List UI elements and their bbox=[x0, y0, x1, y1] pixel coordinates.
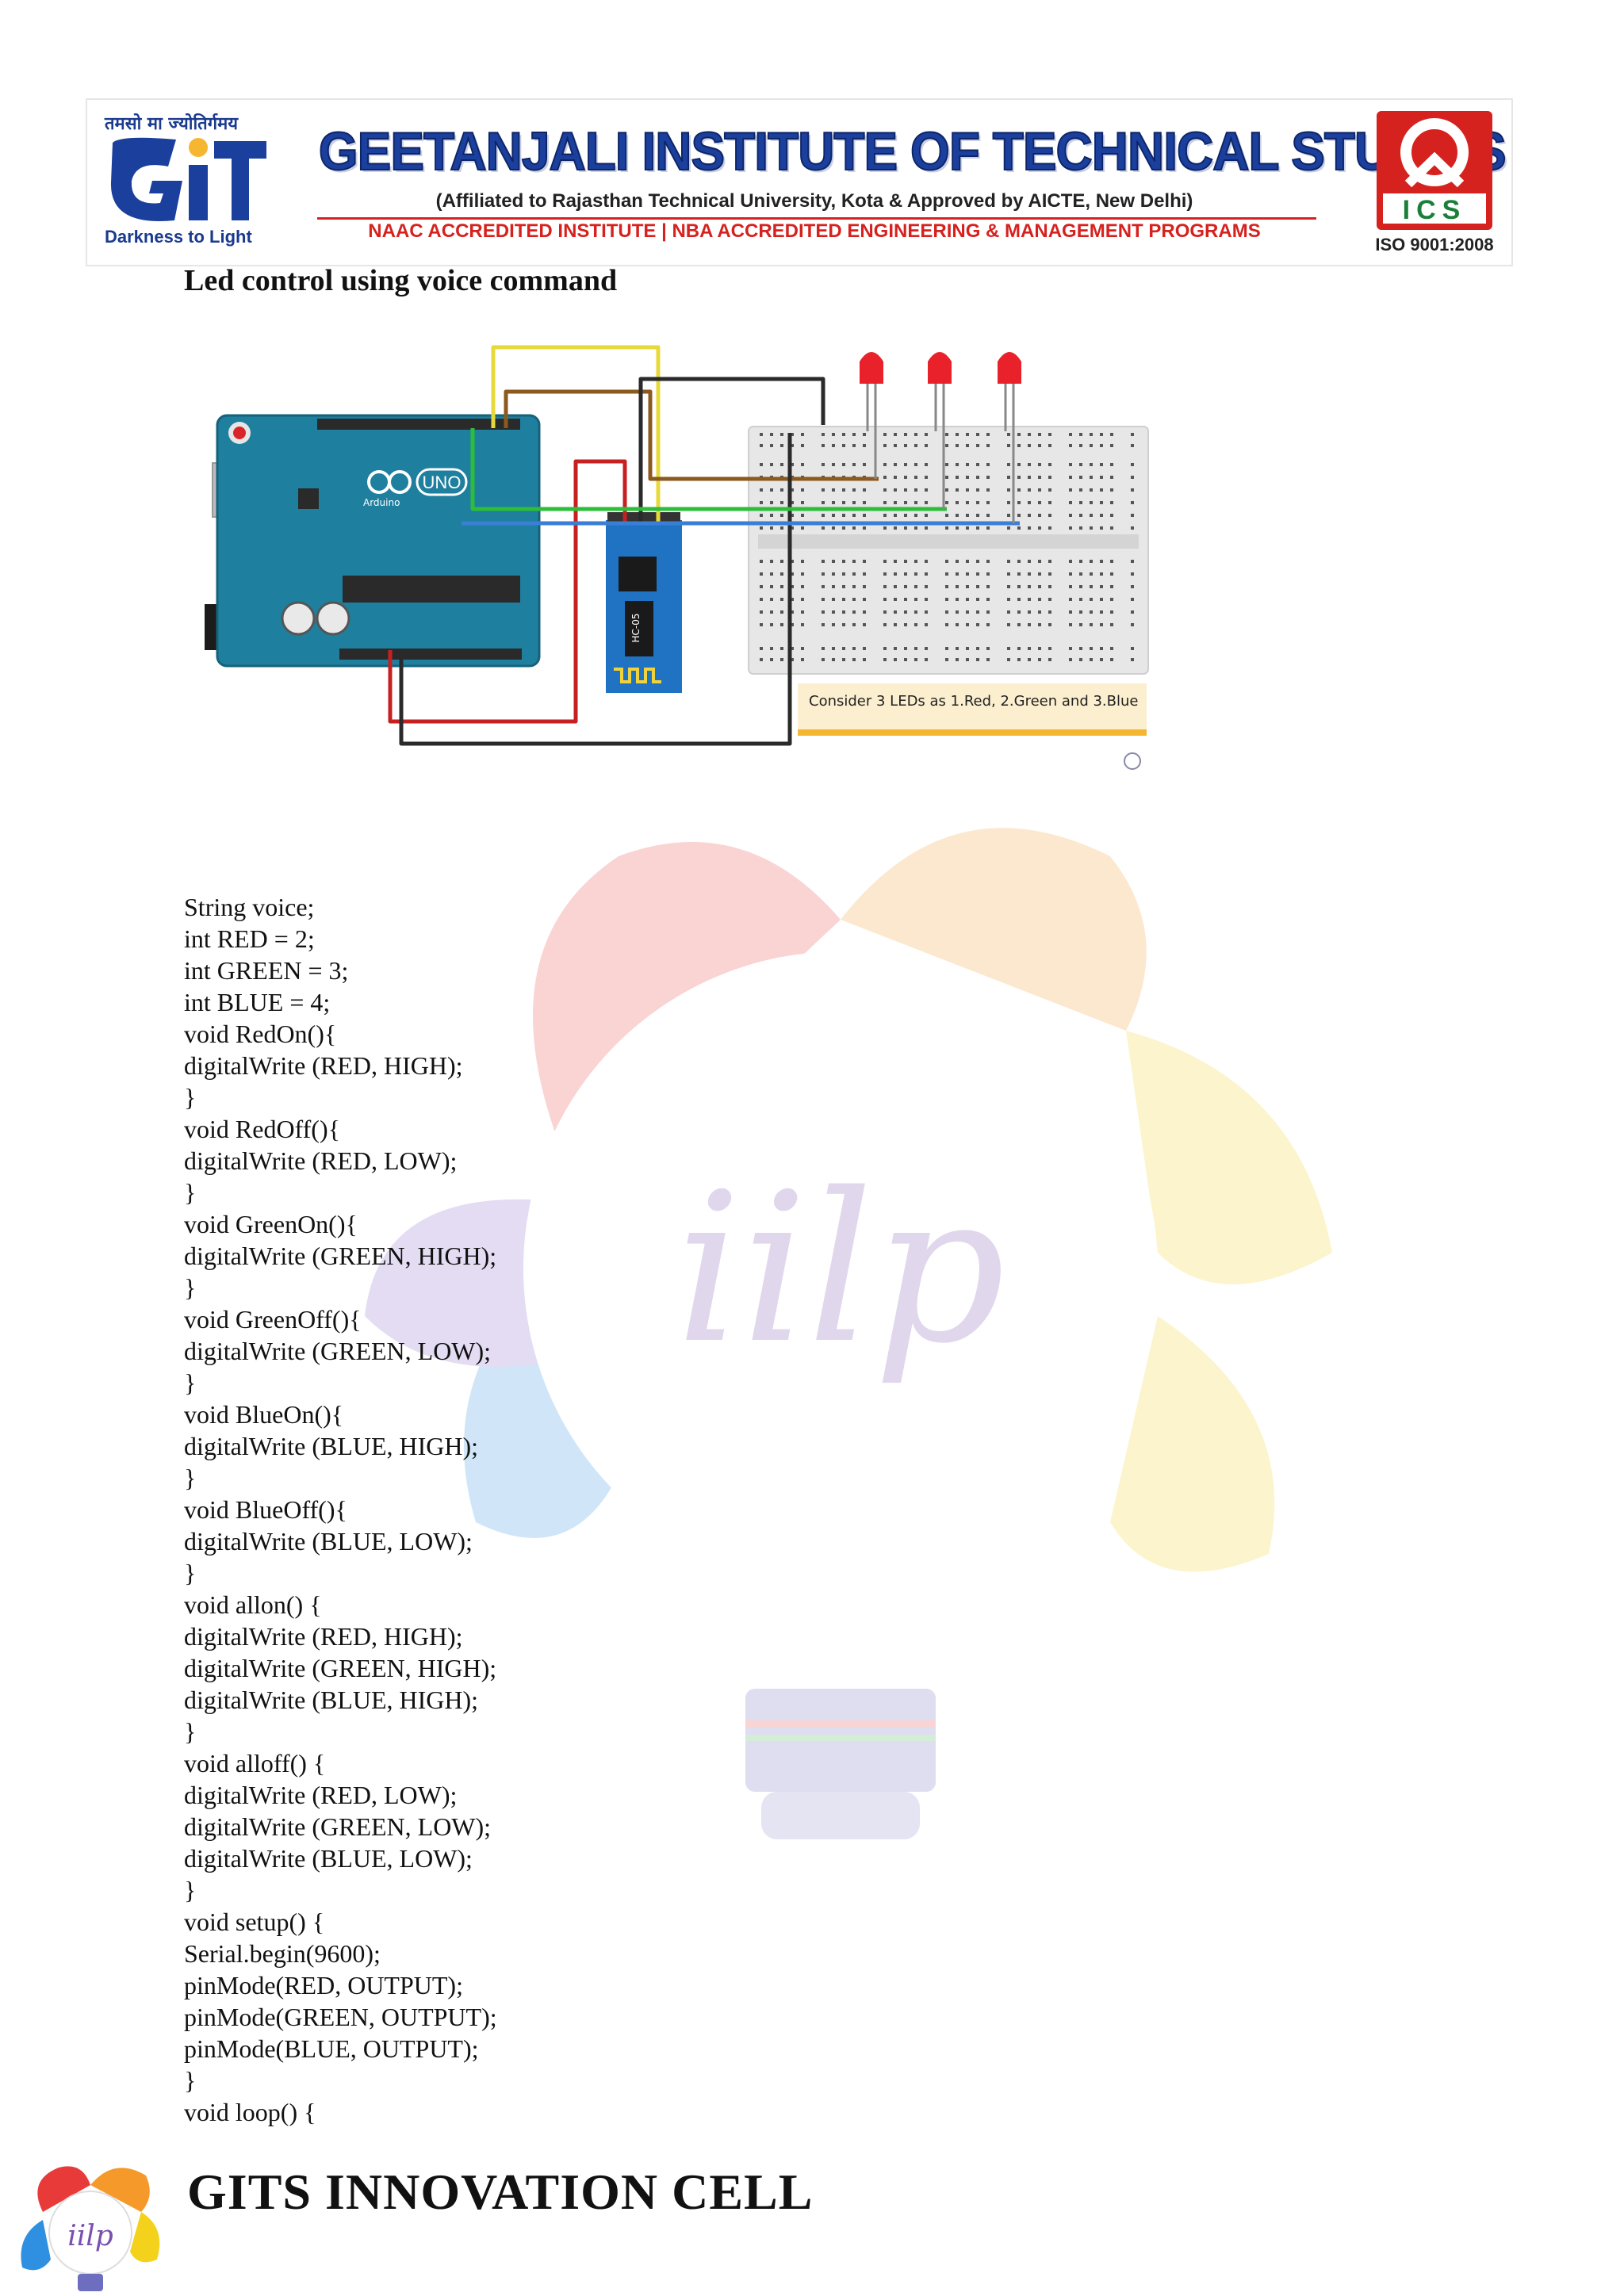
code-line: void GreenOn(){ bbox=[184, 1210, 358, 1238]
gits-logo-mark-icon bbox=[105, 135, 271, 227]
wire-black-bottom bbox=[399, 433, 792, 746]
ics-logo-mark-icon: ICS bbox=[1377, 111, 1492, 230]
gits-logo: तमसो मा ज्योतिर्गमय Darkness to Light bbox=[105, 111, 271, 254]
code-line: Serial.begin(9600); bbox=[184, 1939, 381, 1968]
ics-logo: ICS ISO 9001:2008 bbox=[1367, 111, 1494, 257]
led-green bbox=[928, 352, 952, 509]
code-listing: String voice; int RED = 2; int GREEN = 3; i… bbox=[184, 891, 497, 2128]
watermark-text: iilp bbox=[676, 1150, 1005, 1389]
hc05-bluetooth-module bbox=[606, 512, 682, 693]
footer-logo-text: iilp bbox=[67, 2220, 113, 2252]
code-line: } bbox=[184, 1178, 197, 1207]
code-line: int GREEN = 3; bbox=[184, 956, 349, 985]
code-line: digitalWrite (BLUE, LOW); bbox=[184, 1844, 473, 1873]
code-line: digitalWrite (RED, LOW); bbox=[184, 1146, 458, 1175]
led-red bbox=[860, 352, 883, 479]
header-divider bbox=[317, 217, 1316, 220]
code-line: String voice; bbox=[184, 893, 315, 921]
wiring bbox=[388, 345, 1020, 746]
affiliation-text: (Affiliated to Rajasthan Technical Unive… bbox=[435, 190, 1193, 212]
code-line: pinMode(GREEN, OUTPUT); bbox=[184, 2003, 497, 2031]
wire-brown bbox=[504, 389, 879, 481]
code-line: void alloff() { bbox=[184, 1749, 326, 1777]
code-line: int RED = 2; bbox=[184, 924, 315, 953]
code-line: digitalWrite (GREEN, HIGH); bbox=[184, 1654, 497, 1682]
svg-text:ICS: ICS bbox=[1403, 195, 1467, 225]
iilp-footer-logo-icon: iilp bbox=[21, 2166, 160, 2291]
code-line: digitalWrite (BLUE, HIGH); bbox=[184, 1686, 479, 1714]
code-line: digitalWrite (BLUE, LOW); bbox=[184, 1527, 473, 1556]
breadboard-holes bbox=[760, 433, 1134, 661]
document-title: Led control using voice command bbox=[184, 264, 618, 297]
code-line: } bbox=[184, 1464, 197, 1492]
code-line: void loop() { bbox=[184, 2098, 316, 2126]
hindi-tagline: तमसो मा ज्योतिर्गमय bbox=[105, 113, 239, 134]
led-group bbox=[860, 352, 1021, 523]
code-line: digitalWrite (GREEN, LOW); bbox=[184, 1812, 492, 1841]
circuit-note-text: Consider 3 LEDs as 1.Red, 2.Green and 3.… bbox=[809, 693, 1139, 710]
board-brand: Arduino bbox=[363, 497, 400, 508]
code-line: pinMode(RED, OUTPUT); bbox=[184, 1971, 463, 1999]
code-line: void RedOff(){ bbox=[184, 1115, 340, 1143]
code-line: void RedOn(){ bbox=[184, 1020, 337, 1048]
institute-header-banner: तमसो मा ज्योतिर्गमय Darkness to Light GE… bbox=[86, 98, 1513, 266]
circuit-note: Consider 3 LEDs as 1.Red, 2.Green and 3.… bbox=[798, 683, 1147, 736]
code-line: } bbox=[184, 1368, 197, 1397]
watermark-small-logo-icon bbox=[1124, 752, 1141, 770]
code-line: digitalWrite (RED, HIGH); bbox=[184, 1622, 463, 1651]
code-line: digitalWrite (GREEN, LOW); bbox=[184, 1337, 492, 1365]
code-line: void setup() { bbox=[184, 1908, 325, 1936]
board-label: UNO bbox=[423, 473, 462, 492]
module-label: HC-05 bbox=[630, 613, 642, 642]
code-line: digitalWrite (RED, LOW); bbox=[184, 1781, 458, 1809]
code-line: } bbox=[184, 2066, 197, 2095]
code-line: } bbox=[184, 1559, 197, 1587]
circuit-diagram: UNO Arduino HC-05 bbox=[205, 345, 1149, 770]
wire-black-top bbox=[638, 377, 825, 522]
breadboard bbox=[748, 426, 1149, 675]
logo-tagline: Darkness to Light bbox=[105, 227, 252, 247]
institute-name: GEETANJALI INSTITUTE OF TECHNICAL STUDIE… bbox=[318, 121, 1507, 182]
code-line: } bbox=[184, 1717, 197, 1746]
code-line: } bbox=[184, 1273, 197, 1302]
code-line: void BlueOff(){ bbox=[184, 1495, 347, 1524]
iilp-bulb-watermark-icon: iilp bbox=[365, 828, 1332, 1839]
code-line: void allon() { bbox=[184, 1590, 322, 1619]
code-line: } bbox=[184, 1083, 197, 1112]
code-line: pinMode(BLUE, OUTPUT); bbox=[184, 2034, 479, 2063]
code-line: } bbox=[184, 1876, 197, 1904]
wire-green bbox=[470, 428, 947, 511]
arduino-uno-board bbox=[205, 414, 541, 668]
code-line: void BlueOn(){ bbox=[184, 1400, 344, 1429]
footer-title: GITS INNOVATION CELL bbox=[187, 2164, 814, 2220]
code-line: int BLUE = 4; bbox=[184, 988, 331, 1016]
wire-yellow bbox=[491, 345, 661, 522]
code-line: digitalWrite (RED, HIGH); bbox=[184, 1051, 463, 1080]
code-line: void GreenOff(){ bbox=[184, 1305, 362, 1334]
led-blue bbox=[998, 352, 1021, 523]
code-line: digitalWrite (BLUE, HIGH); bbox=[184, 1432, 479, 1460]
iso-certification: ISO 9001:2008 bbox=[1375, 235, 1494, 254]
wire-red bbox=[388, 459, 627, 724]
accreditation-text: NAAC ACCREDITED INSTITUTE | NBA ACCREDIT… bbox=[368, 220, 1261, 242]
code-line: digitalWrite (GREEN, HIGH); bbox=[184, 1242, 497, 1270]
